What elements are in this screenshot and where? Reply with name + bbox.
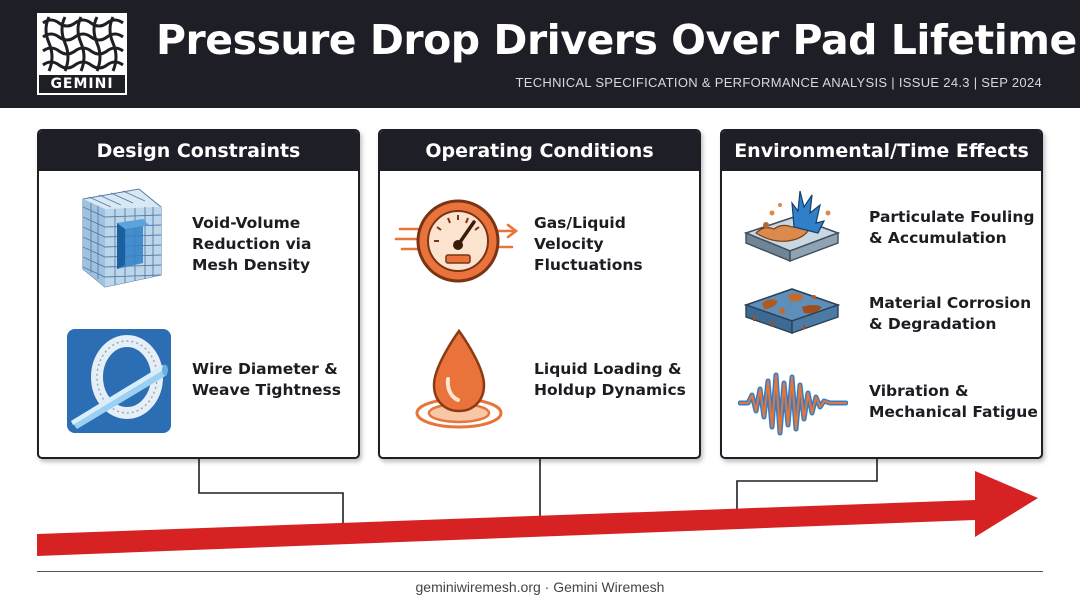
item-label: Particulate Fouling & Accumulation (869, 208, 1035, 247)
item-label: Void-Volume Reduction via Mesh Density (192, 214, 312, 274)
page-subtitle: TECHNICAL SPECIFICATION & PERFORMANCE AN… (515, 75, 1042, 90)
woven-mesh-logo-icon (42, 16, 124, 72)
gemini-logo[interactable]: GEMINI (37, 13, 127, 95)
item-label: Liquid Loading & Holdup Dynamics (534, 360, 686, 399)
item-label: Gas/Liquid Velocity Fluctuations (534, 214, 643, 274)
item-label: Vibration & Mechanical Fatigue (869, 382, 1038, 421)
footer-divider (37, 571, 1043, 572)
item-particulate-fouling[interactable]: Particulate Fouling & Accumulation (742, 183, 1038, 267)
header-bar: GEMINI Pressure Drop Drivers Over Pad Li… (0, 0, 1080, 108)
item-vibration[interactable]: Vibration & Mechanical Fatigue (738, 367, 1038, 441)
item-void-volume[interactable]: Void-Volume Reduction via Mesh Density (59, 183, 349, 298)
logo-wordmark: GEMINI (39, 75, 125, 93)
panel-title: Design Constraints (39, 131, 358, 171)
item-wire-diameter[interactable]: Wire Diameter & Weave Tightness (59, 325, 349, 435)
item-label: Wire Diameter & Weave Tightness (192, 360, 341, 399)
panel-operating-conditions: Operating Conditions Gas/Liquid Velocity… (378, 129, 701, 459)
footer-credit[interactable]: geminiwiremesh.org · Gemini Wiremesh (415, 579, 665, 595)
item-corrosion[interactable]: Material Corrosion & Degradation (742, 277, 1038, 351)
fouling-icon (743, 190, 841, 263)
panel-environmental-time-effects: Environmental/Time Effects Particulate F… (720, 129, 1043, 459)
item-velocity[interactable]: Gas/Liquid Velocity Fluctuations (394, 191, 690, 291)
speedometer-icon (394, 199, 519, 283)
droplet-icon (415, 328, 503, 429)
wire-ring-icon (67, 329, 171, 433)
mesh-cube-icon (82, 188, 162, 288)
item-label: Material Corrosion & Degradation (869, 294, 1032, 333)
corrosion-icon (743, 288, 841, 334)
item-liquid-loading[interactable]: Liquid Loading & Holdup Dynamics (394, 327, 690, 437)
page-title: Pressure Drop Drivers Over Pad Lifetime (156, 16, 1077, 64)
panel-title: Operating Conditions (380, 131, 699, 171)
vibration-wave-icon (738, 372, 848, 436)
panel-design-constraints: Design Constraints Void-Volume Reduction… (37, 129, 360, 459)
panel-title: Environmental/Time Effects (722, 131, 1041, 171)
